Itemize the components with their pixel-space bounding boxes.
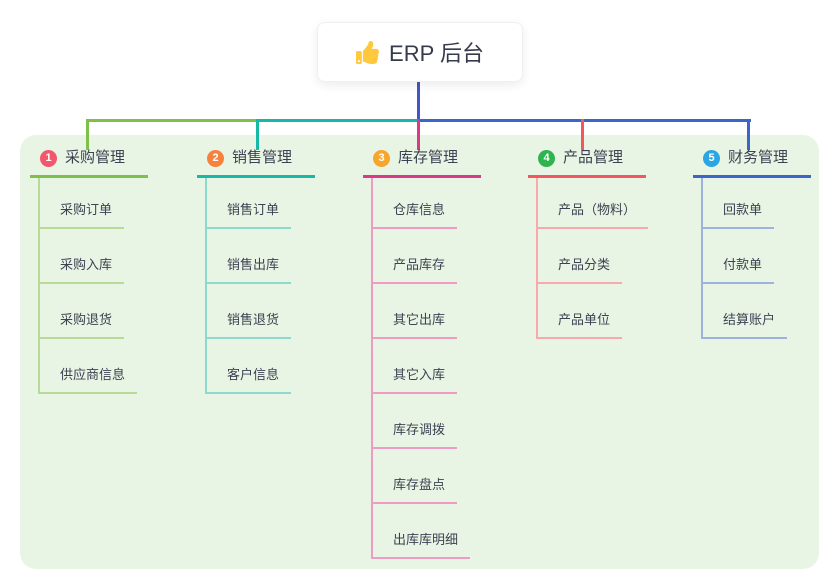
leaf-node[interactable]: 库存盘点	[373, 449, 458, 504]
leaf-node[interactable]: 产品（物料）	[538, 178, 649, 229]
leaf-node[interactable]: 销售出库	[207, 229, 292, 284]
badge-number-icon: 3	[373, 149, 390, 167]
branch-column-sales: 2 销售管理 销售订单 销售出库 销售退货 客户信息	[197, 148, 315, 394]
leaf-node[interactable]: 采购订单	[40, 178, 125, 229]
leaf-node[interactable]: 客户信息	[207, 339, 292, 394]
connector-drop-branch-4	[581, 119, 584, 150]
leaf-node[interactable]: 回款单	[703, 178, 775, 229]
leaf-node[interactable]: 采购退货	[40, 284, 125, 339]
leaf-node[interactable]: 采购入库	[40, 229, 125, 284]
branch-items: 采购订单 采购入库 采购退货 供应商信息	[38, 178, 148, 394]
badge-number-icon: 2	[207, 149, 224, 167]
leaf-node[interactable]: 仓库信息	[373, 178, 458, 229]
badge-number-icon: 4	[538, 149, 555, 167]
badge-number-icon: 1	[40, 149, 57, 167]
connector-drop-branch-2	[256, 119, 259, 150]
root-connector-line	[417, 82, 420, 120]
badge-number-icon: 5	[703, 149, 720, 167]
root-node[interactable]: ERP 后台	[317, 22, 523, 82]
leaf-node[interactable]: 结算账户	[703, 284, 788, 339]
connector-drop-branch-3	[417, 119, 420, 150]
branch-label: 财务管理	[728, 149, 789, 166]
branch-label: 产品管理	[563, 149, 624, 166]
connector-drop-branch-1	[86, 119, 89, 150]
branch-items: 产品（物料） 产品分类 产品单位	[536, 178, 649, 339]
branch-items: 仓库信息 产品库存 其它出库 其它入库 库存调拨 库存盘点 出库库明细	[371, 178, 481, 559]
leaf-node[interactable]: 库存调拨	[373, 394, 458, 449]
branch-column-purchase: 1 采购管理 采购订单 采购入库 采购退货 供应商信息	[30, 148, 148, 394]
branch-label: 采购管理	[65, 149, 126, 166]
branch-column-product: 4 产品管理 产品（物料） 产品分类 产品单位	[528, 148, 649, 339]
leaf-node[interactable]: 出库库明细	[373, 504, 471, 559]
leaf-node[interactable]: 付款单	[703, 229, 775, 284]
branch-node-product[interactable]: 4 产品管理	[528, 148, 646, 178]
leaf-node[interactable]: 销售退货	[207, 284, 292, 339]
leaf-node[interactable]: 产品单位	[538, 284, 623, 339]
connector-horizontal-branch-2	[256, 119, 420, 122]
leaf-node[interactable]: 供应商信息	[40, 339, 138, 394]
connector-drop-branch-5	[747, 119, 750, 150]
branch-items: 回款单 付款单 结算账户	[701, 178, 811, 339]
branch-label: 库存管理	[398, 149, 459, 166]
leaf-node[interactable]: 其它入库	[373, 339, 458, 394]
leaf-node[interactable]: 产品分类	[538, 229, 623, 284]
branch-items: 销售订单 销售出库 销售退货 客户信息	[205, 178, 315, 394]
branch-node-finance[interactable]: 5 财务管理	[693, 148, 811, 178]
branch-column-finance: 5 财务管理 回款单 付款单 结算账户	[693, 148, 811, 339]
branch-node-purchase[interactable]: 1 采购管理	[30, 148, 148, 178]
leaf-node[interactable]: 其它出库	[373, 284, 458, 339]
connector-horizontal-branch-5	[417, 119, 751, 122]
branch-node-sales[interactable]: 2 销售管理	[197, 148, 315, 178]
leaf-node[interactable]: 产品库存	[373, 229, 458, 284]
root-node-label: ERP 后台	[389, 41, 484, 66]
branch-label: 销售管理	[232, 149, 293, 166]
branch-node-inventory[interactable]: 3 库存管理	[363, 148, 481, 178]
thumbs-up-icon	[356, 40, 380, 64]
branch-group-panel	[20, 135, 819, 569]
leaf-node[interactable]: 销售订单	[207, 178, 292, 229]
connector-horizontal-branch-1	[86, 119, 259, 122]
branch-column-inventory: 3 库存管理 仓库信息 产品库存 其它出库 其它入库 库存调拨 库存盘点 出库库…	[363, 148, 481, 559]
